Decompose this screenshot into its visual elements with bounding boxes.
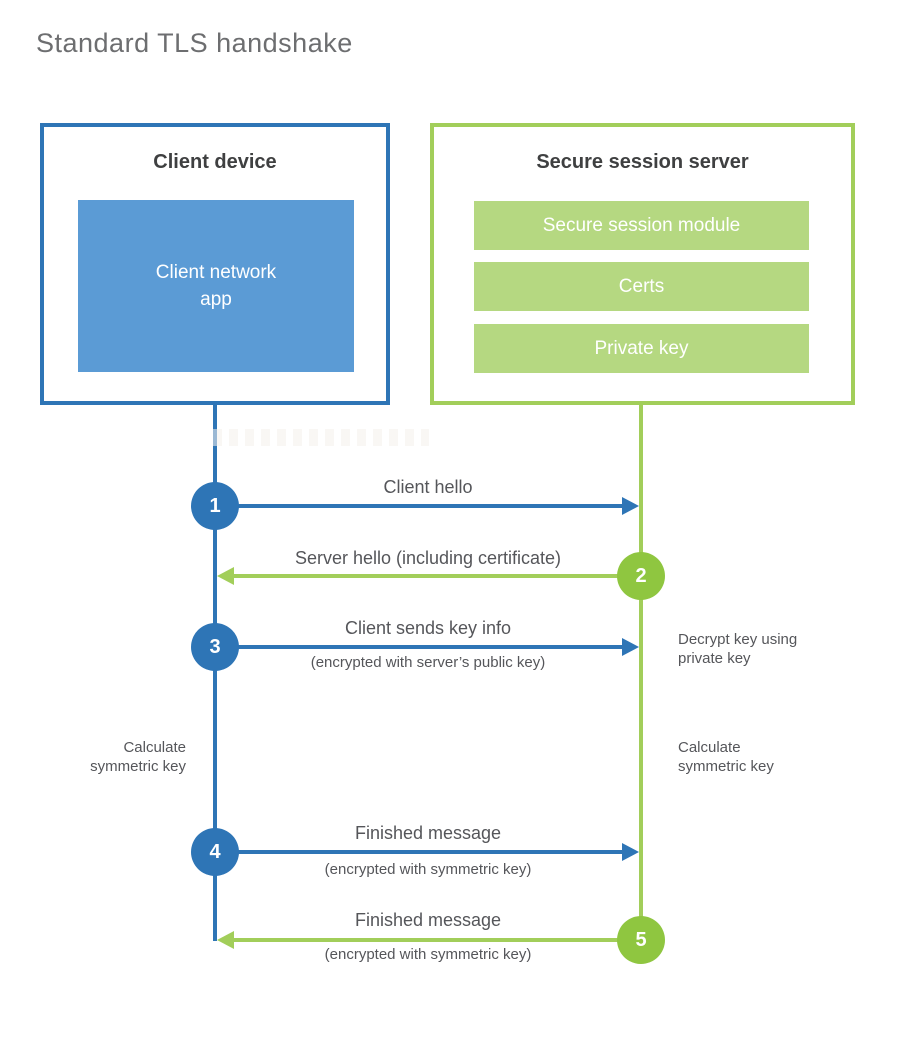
step-4-sublabel: (encrypted with symmetric key) xyxy=(324,861,532,878)
step-1-number: 1 xyxy=(209,494,221,517)
client-network-app-label: Client network app xyxy=(155,262,277,310)
step-4-circle: 4 xyxy=(191,828,239,876)
faded-text-artifact xyxy=(213,429,429,446)
step-2-arrowhead-left-icon xyxy=(217,567,234,585)
step-3-circle: 3 xyxy=(191,623,239,671)
step-4-label: Finished message xyxy=(354,823,502,843)
client-device-title: Client device xyxy=(153,151,277,173)
client-device-box: Client device Client network app xyxy=(40,123,390,405)
step-4-arrowhead-right-icon xyxy=(622,843,639,861)
decrypt-key-note: Decrypt key using private key xyxy=(678,631,798,667)
step-2-number: 2 xyxy=(635,564,647,587)
step-3-label: Client sends key info xyxy=(344,618,512,638)
step-3-arrow-line xyxy=(217,645,624,649)
step-5-sublabel: (encrypted with symmetric key) xyxy=(324,946,532,963)
server-module-certs: Certs xyxy=(474,262,809,311)
step-3-number: 3 xyxy=(209,635,221,658)
server-calculate-note: Calculate symmetric key xyxy=(678,739,774,775)
secure-session-server-title: Secure session server xyxy=(536,151,749,173)
client-network-app-block: Client network app xyxy=(78,200,354,372)
step-5-circle: 5 xyxy=(617,916,665,964)
step-5-arrowhead-left-icon xyxy=(217,931,234,949)
step-4-arrow-line xyxy=(217,850,624,854)
step-2-label: Server hello (including certificate) xyxy=(294,548,562,568)
step-5-arrow-line xyxy=(233,938,641,942)
step-2-circle: 2 xyxy=(617,552,665,600)
step-3-arrowhead-right-icon xyxy=(622,638,639,656)
step-1-arrow-line xyxy=(217,504,624,508)
client-calculate-note: Calculate symmetric key xyxy=(90,739,186,775)
step-4-number: 4 xyxy=(209,840,221,863)
step-5-number: 5 xyxy=(635,928,647,951)
step-2-arrow-line xyxy=(233,574,641,578)
server-lifeline xyxy=(639,405,643,940)
client-lifeline xyxy=(213,405,217,941)
step-5-label: Finished message xyxy=(354,910,502,930)
step-3-sublabel: (encrypted with server’s public key) xyxy=(310,654,546,671)
server-module-secure-session: Secure session module xyxy=(474,201,809,250)
server-module-private-key: Private key xyxy=(474,324,809,373)
secure-session-server-box: Secure session server Secure session mod… xyxy=(430,123,855,405)
step-1-circle: 1 xyxy=(191,482,239,530)
page-title: Standard TLS handshake xyxy=(36,28,353,58)
step-1-arrowhead-right-icon xyxy=(622,497,639,515)
step-1-label: Client hello xyxy=(383,477,473,497)
